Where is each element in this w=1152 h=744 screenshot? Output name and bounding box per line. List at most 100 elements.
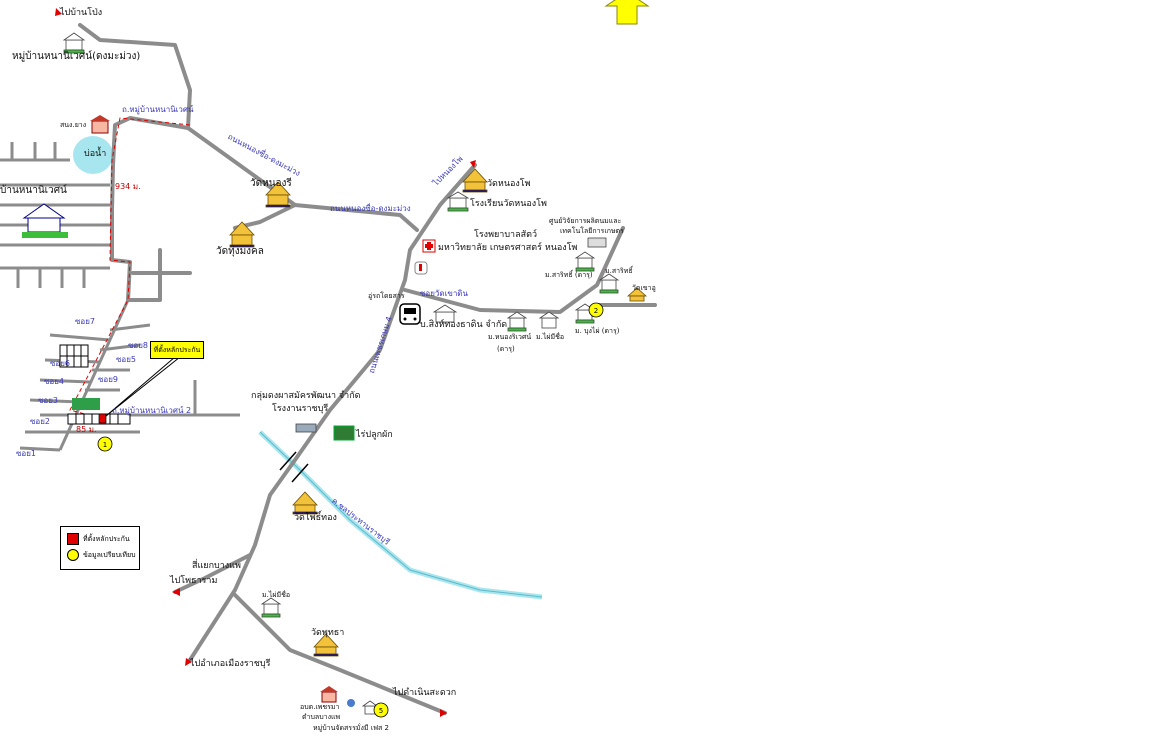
svg-text:5: 5 — [379, 707, 383, 715]
label-company: บ.สิงห์ทองธาดิน จำกัด — [420, 320, 508, 330]
label-soi-7: ซอย7 — [75, 317, 96, 326]
arrow-icon — [470, 160, 476, 168]
label-to-photharam: ไปโพธาราม — [170, 576, 218, 586]
label-university: มหาวิทยาลัย เกษตรศาสตร์ หนองโพ — [438, 243, 578, 253]
label-village-road: ถ.หมู่บ้านหนานิเวศน์ — [122, 105, 194, 114]
label-village-bottom: หมู่บ้านจัดสรรมั่งมี เฟส 2 — [313, 724, 389, 732]
office-icon — [90, 115, 110, 134]
pond — [73, 136, 113, 174]
house-icon-large — [22, 203, 68, 238]
label-junction: สี่แยกบางแพ — [192, 561, 241, 571]
red-square-icon — [67, 533, 79, 545]
clinic-icon — [414, 261, 428, 275]
label-distance-85: 85 ม. — [76, 425, 97, 434]
office-icon — [320, 686, 338, 703]
label-wat-nong-ori: วัดหนองรี — [250, 178, 292, 189]
label-soi-9: ซอย9 — [98, 375, 119, 384]
arrow-icon — [55, 8, 62, 16]
hospital-icon — [422, 239, 436, 253]
house-icon — [62, 32, 86, 54]
arrow-icon — [172, 588, 180, 596]
label-soi-2: ซอย2 — [30, 417, 51, 426]
label-bus-stop: อู่รถโดยสาร — [368, 292, 405, 300]
label-soi-6: ซอย6 — [50, 359, 71, 368]
label-wat-phutha: วัดพุทธา — [311, 628, 345, 638]
route-line — [69, 117, 191, 419]
label-village-left: บ้านหนานิเวศน์ — [0, 185, 67, 196]
temple-icon — [265, 181, 291, 208]
temple-icon — [462, 168, 488, 193]
label-village-sarithi-2: ม.สาริทธิ์ — [605, 267, 633, 275]
arrow-icon — [185, 658, 192, 666]
house-icon — [598, 273, 620, 294]
flag-icon — [347, 699, 355, 707]
bridge — [279, 451, 309, 483]
svg-text:1: 1 — [103, 441, 107, 449]
label-company-left-2: โรงงานราชบุรี — [272, 404, 329, 414]
label-village-sarithi: ม.สาริทธิ์ (ดารุ) — [545, 271, 593, 279]
label-wat-kha-u: วัดเขาอู — [632, 284, 656, 292]
label-to-damnoen: ไปดำเนินสะดวก — [393, 688, 457, 698]
label-research-center: ศูนย์วิจัยการผลิตนมและ — [549, 217, 622, 225]
farm-icon — [333, 425, 355, 441]
label-company-left: กลุ่มดงผาสมัครพัฒนา จำกัด — [251, 391, 361, 401]
temple-icon — [313, 633, 339, 657]
company-icon — [432, 304, 458, 323]
label-soi-3: ซอย3 — [38, 396, 59, 405]
label-village-chiangmai: ม.ไผ่มีชื่อ — [262, 591, 291, 599]
label-village-nong-kha: ม.ไผ่มีชื่อ — [536, 333, 565, 341]
label-hospital: โรงพยาบาลสัตว์ — [474, 230, 537, 240]
house-icon — [538, 311, 560, 329]
yellow-circle-icon — [67, 549, 79, 561]
factory-icon — [295, 423, 317, 433]
label-farm: ไร่ปลูกผัก — [356, 430, 393, 440]
temple-icon — [229, 221, 255, 248]
road-east — [293, 203, 419, 232]
bus-stop-icon — [399, 303, 421, 325]
school-icon — [446, 191, 470, 212]
marker-2: 2 — [588, 302, 604, 318]
label-sub-office-bottom-2: ตำบลบางแพ — [302, 713, 341, 721]
label-pond: บ่อน้ำ — [84, 149, 107, 159]
marker-1: 1 — [97, 436, 113, 452]
label-wat-nong-pho: วัดหนองโพ — [487, 179, 531, 189]
label-village-phutthai: ม. บุงไผ่ (ดารุ) — [575, 327, 620, 335]
label-wat-nong-kha: วัดโพธิ์ทอง — [294, 513, 337, 523]
label-village-road-2: ถ.หมู่บ้านหนานิเวศน์ 2 — [112, 406, 192, 415]
label-village-nong-ori-2: (ดารุ) — [497, 345, 515, 353]
legend-row-collateral: ที่ตั้งหลักประกัน — [67, 533, 130, 545]
green-area — [72, 398, 100, 410]
label-sub-office-bottom: อบต.เพชรมา — [300, 703, 340, 711]
north-arrow-icon — [604, 0, 650, 25]
temple-icon — [292, 491, 318, 515]
label-soi-1: ซอย1 — [16, 449, 37, 458]
legend-row-comparable: ข้อมูลเปรียบเทียบ — [67, 549, 136, 561]
svg-text:2: 2 — [594, 307, 598, 315]
callout-pointer — [105, 356, 176, 417]
collateral-callout: ที่ตั้งหลักประกัน — [150, 341, 204, 359]
label-soi-4: ซอย4 — [44, 377, 65, 386]
research-icon — [587, 237, 607, 248]
label-to-ratchaburi: ไปอำเภอเมืองราชบุรี — [190, 659, 271, 669]
label-distance-934: 934 ม. — [115, 182, 141, 191]
collateral-marker — [98, 413, 107, 424]
house-icon — [260, 597, 282, 618]
road-village — [111, 116, 297, 207]
label-road-nongsue-2: ถนนหนองซื่อ-ดงมะม่วง — [330, 204, 411, 213]
road-top — [78, 23, 192, 130]
legend-comparable-label: ข้อมูลเปรียบเทียบ — [83, 550, 136, 559]
label-village-nong-ori: ม.หนองริเวศน์ — [488, 333, 532, 341]
temple-icon — [626, 287, 648, 302]
label-school: โรงเรียนวัดหนองโพ — [470, 199, 547, 209]
legend-collateral-label: ที่ตั้งหลักประกัน — [83, 534, 130, 543]
house-icon — [574, 251, 596, 272]
marker-5: 5 — [373, 702, 389, 718]
map-legend: ที่ตั้งหลักประกัน ข้อมูลเปรียบเทียบ — [60, 526, 140, 570]
label-to-ban-pong: ไปบ้านโป่ง — [60, 8, 103, 18]
arrow-icon — [440, 709, 447, 717]
label-wat-thung-mongkhon: วัดทุ่งมงคล — [216, 246, 264, 257]
label-soi: ซอยวัดเขาดิน — [420, 289, 468, 298]
house-icon — [506, 311, 528, 332]
label-soi-8: ซอย8 — [128, 341, 149, 350]
